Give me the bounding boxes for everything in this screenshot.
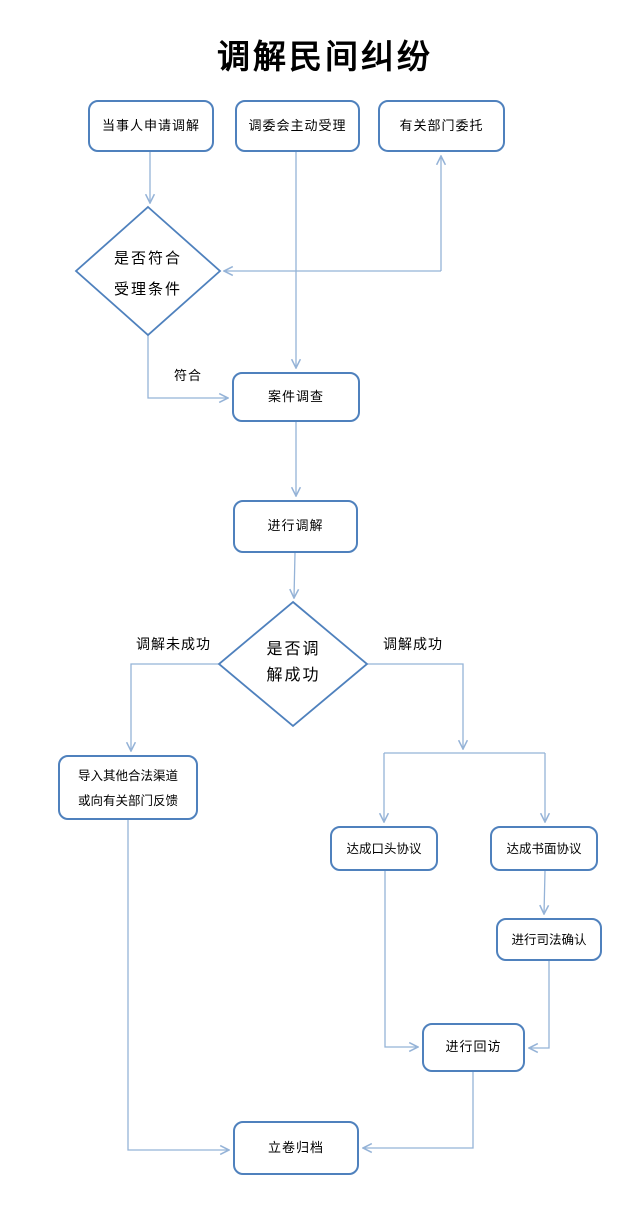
decision-success-line2: 解成功 <box>266 665 321 684</box>
edge-success-to-split <box>367 663 463 749</box>
node-other-legal-channel-line2: 或向有关部门反馈 <box>77 792 178 808</box>
node-department-entrust: 有关部门委托 <box>378 100 505 152</box>
node-follow-up-visit-label: 进行回访 <box>445 1040 502 1055</box>
edge-label-meets: 符合 <box>174 369 203 384</box>
edge-revisit-to-archive <box>363 1072 474 1148</box>
node-conduct-mediation: 进行调解 <box>233 500 358 553</box>
edge-mediate-to-success-check <box>294 552 295 598</box>
node-other-legal-channel-line1: 导入其他合法渠道 <box>77 767 178 783</box>
node-written-agreement-label: 达成书面协议 <box>506 841 582 856</box>
node-follow-up-visit: 进行回访 <box>422 1023 525 1072</box>
edge-other-channel-to-archive <box>127 820 229 1150</box>
edge-label-mediation-failed: 调解未成功 <box>136 637 211 653</box>
node-judicial-confirmation-label: 进行司法确认 <box>511 932 587 947</box>
node-case-investigation-label: 案件调查 <box>267 389 324 405</box>
decision-mediation-success-shape <box>217 600 369 728</box>
node-case-investigation: 案件调查 <box>232 372 360 422</box>
edge-judicial-to-revisit <box>529 961 550 1048</box>
decision-mediation-success-label: 是否调 解成功 <box>241 636 346 688</box>
node-written-agreement: 达成书面协议 <box>490 826 598 871</box>
edge-label-mediation-success: 调解成功 <box>383 637 443 653</box>
node-file-archive-label: 立卷归档 <box>267 1140 324 1156</box>
node-committee-accept: 调委会主动受理 <box>235 100 360 152</box>
node-judicial-confirmation: 进行司法确认 <box>496 918 602 961</box>
node-oral-agreement: 达成口头协议 <box>330 826 438 871</box>
page-title: 调解民间纠纷 <box>217 37 433 76</box>
node-file-archive: 立卷归档 <box>233 1121 359 1175</box>
node-conduct-mediation-label: 进行调解 <box>267 519 324 534</box>
node-committee-accept-label: 调委会主动受理 <box>248 118 347 134</box>
edge-oral-to-revisit <box>384 871 418 1047</box>
edge-written-to-judicial <box>544 870 545 914</box>
decision-accept-line2: 受理条件 <box>113 280 182 298</box>
node-oral-agreement-label: 达成口头协议 <box>346 841 422 856</box>
decision-accept-line1: 是否符合 <box>113 249 182 267</box>
node-department-entrust-label: 有关部门委托 <box>399 118 484 134</box>
decision-success-line1: 是否调 <box>266 639 321 658</box>
node-party-apply: 当事人申请调解 <box>88 100 214 152</box>
node-other-legal-channel: 导入其他合法渠道 或向有关部门反馈 <box>58 755 198 820</box>
edge-accept-to-investigate <box>147 335 228 398</box>
node-party-apply-label: 当事人申请调解 <box>101 118 200 134</box>
decision-accept-conditions-shape <box>74 205 222 337</box>
edge-fail-to-other-channel <box>131 663 220 751</box>
decision-accept-conditions-label: 是否符合 受理条件 <box>96 243 200 305</box>
